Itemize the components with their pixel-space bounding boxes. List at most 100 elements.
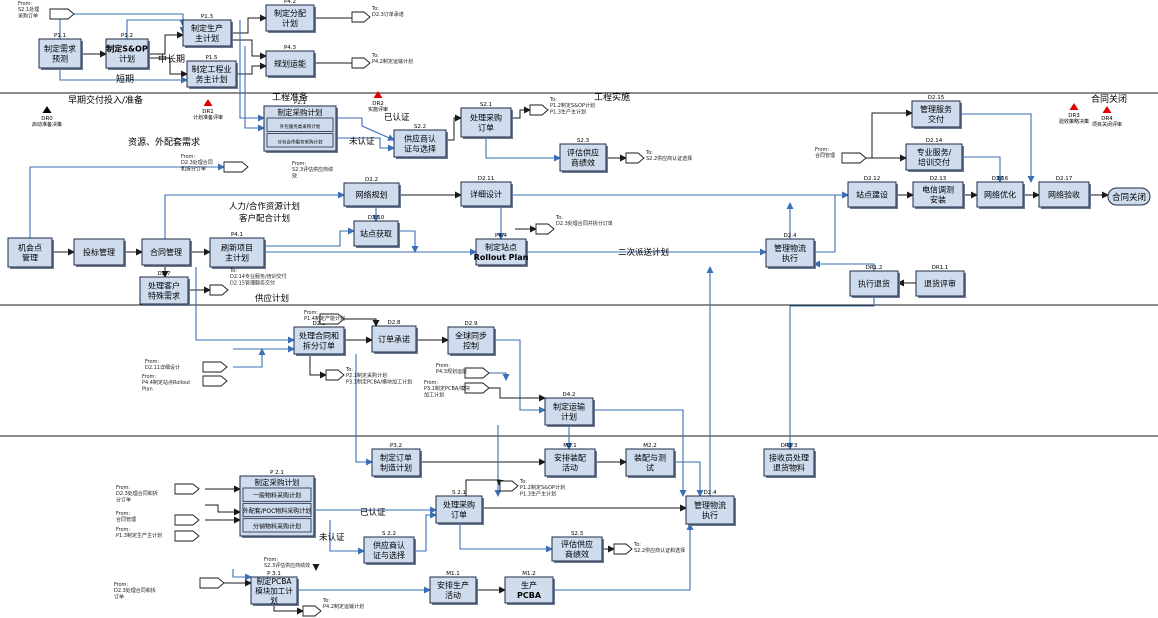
box-code: D2.10	[368, 215, 385, 221]
box-code: P1.5	[205, 55, 218, 61]
milestone-triangle-icon	[42, 106, 52, 113]
milestone-text: 验收策略决策	[1059, 118, 1089, 125]
box-label: 控制	[463, 341, 479, 351]
note-n15: From:P4.3规划运能	[436, 363, 490, 379]
box-body	[182, 19, 232, 47]
note-line: 订单	[114, 593, 124, 600]
note-line: 采购订单	[18, 12, 38, 19]
note-connector-icon	[199, 577, 225, 589]
note-line: To:	[633, 542, 641, 548]
note-line: D2.15管理服务交付	[230, 279, 275, 286]
box-label: 活动	[445, 590, 461, 600]
note-connector-icon	[202, 375, 228, 387]
connector-82	[273, 604, 304, 615]
box-body	[1038, 181, 1090, 208]
box-body	[460, 181, 512, 207]
note-connector-icon	[302, 605, 322, 617]
flow-label-uncertified-top: 未认证	[349, 136, 375, 147]
connector-15	[446, 114, 462, 141]
connector-64	[593, 409, 687, 497]
milestone-text: 实施评审	[368, 106, 388, 113]
note-connector-icon	[464, 367, 490, 379]
box-code: D2.12	[864, 176, 880, 182]
connector-2	[126, 19, 187, 39]
connector-62	[674, 461, 704, 497]
box-label: 安排装配	[554, 453, 586, 463]
note-line: Plan	[142, 386, 153, 392]
note-line: P3.1制定PCBA/模块	[424, 385, 470, 392]
box-code: P 3.1	[267, 571, 281, 577]
box-code: P3.2	[390, 443, 402, 449]
note-line: From:	[116, 527, 130, 533]
box-label: 机会点	[18, 243, 42, 253]
box-code: D2.3	[313, 321, 326, 327]
note-line: P4.3规划运能	[436, 368, 467, 375]
sub-plan-label: 外配套/POC物料采购计划	[243, 507, 312, 515]
box-code: DR1.1	[932, 265, 949, 271]
note-line: P4.2制定运输计划	[372, 58, 413, 65]
note-line: S2.3评估供应商绩	[292, 166, 333, 173]
connector-52	[494, 339, 546, 414]
box-code: P4.4	[495, 233, 508, 239]
box-label: 管理物流	[774, 243, 806, 253]
note-n2: To:D2.3订单承诺	[351, 6, 404, 23]
reference-notes: From:S2.1处理采购订单To:D2.3订单承诺To:P4.2制定运输计划F…	[18, 1, 867, 617]
connector-49	[195, 267, 295, 344]
box-label: PCBA	[517, 591, 542, 600]
box-body	[504, 576, 554, 604]
note-line: P4.2制定运输计划	[323, 603, 364, 610]
box-label: 务主计划	[196, 74, 228, 84]
box-label: 全球同步	[455, 331, 487, 341]
note-line: To:	[519, 479, 527, 485]
process-boxes: P1.1制定需求预测P1.2制定S&OP计划P1.3制定生产主计划P1.5制定工…	[7, 0, 1091, 606]
box-body	[551, 536, 603, 562]
box-label: 处理合同和	[299, 331, 339, 341]
box-label: 装配与测	[634, 453, 666, 463]
connector-47	[786, 296, 875, 450]
note-connector-icon	[202, 361, 228, 373]
section-label-contract-close: 合同关闭	[1091, 93, 1127, 105]
box-label: 详细设计	[470, 189, 502, 199]
note-n18: From:合同管理	[116, 511, 200, 526]
box-label: 站点获取	[360, 229, 392, 239]
box-label: 站点建设	[856, 190, 888, 200]
connector-83	[232, 569, 252, 581]
note-line: D2.14专业服务/培训交付	[230, 273, 287, 280]
box-code: D2.16	[992, 176, 1009, 182]
box-code: D2.9	[465, 321, 478, 327]
box-body	[915, 270, 965, 297]
note-line: P1.2制定S&OP计划	[550, 102, 595, 109]
box-body	[371, 325, 417, 353]
connector-13	[244, 46, 265, 132]
box-label: 计划	[119, 54, 135, 64]
note-line: P3.1制定PCBA/模块加工计划	[346, 378, 412, 385]
box-label: 特殊需求	[148, 291, 180, 301]
note-line: D2.3订单承诺	[372, 11, 404, 18]
note-line: From:	[181, 154, 195, 160]
connector-40	[814, 191, 849, 253]
box-label: 生产	[521, 580, 537, 590]
box-label: 制定分配	[274, 8, 306, 18]
terminal-label: 合同关闭	[1112, 192, 1146, 203]
note-line: From:	[142, 374, 156, 380]
terminal-shape	[1107, 187, 1151, 206]
note-line: To:	[371, 6, 379, 12]
box-code: D2.17	[1056, 176, 1073, 182]
note-n12: From:D2.11详细设计	[145, 359, 228, 373]
box-label: Rollout Plan	[474, 253, 529, 262]
process-box-d4-2: D4.2制定运输计划	[544, 392, 595, 427]
box-body	[363, 536, 415, 564]
box-label: 处理客户	[148, 281, 180, 291]
box-code: D2.14	[926, 138, 943, 144]
